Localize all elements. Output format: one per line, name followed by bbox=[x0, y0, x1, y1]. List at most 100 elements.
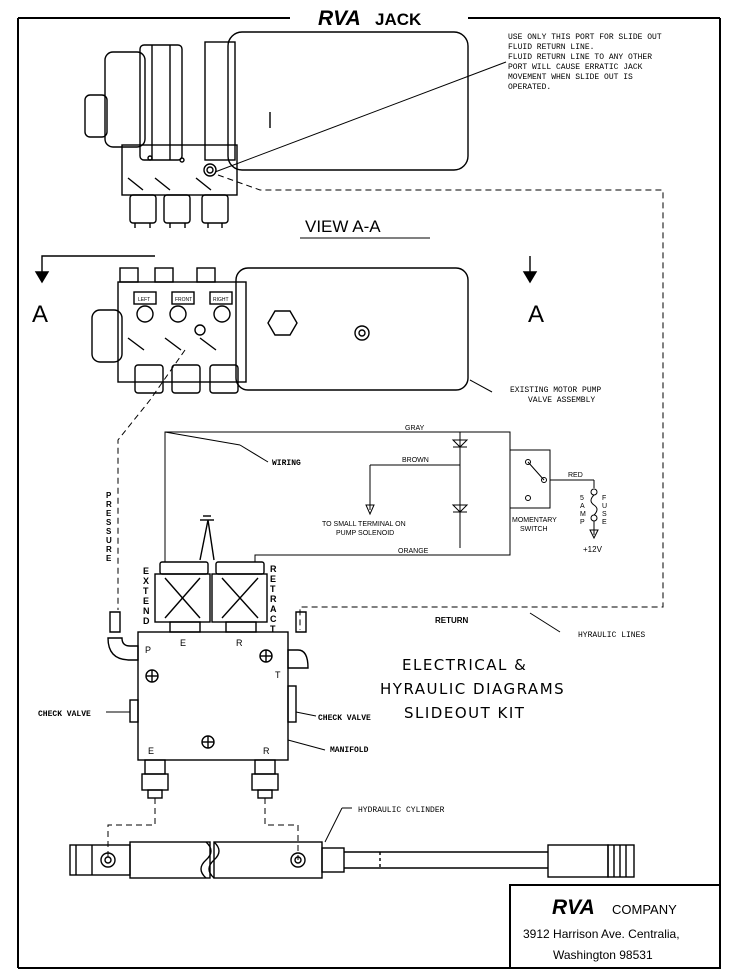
motor-pump-valve-assembly bbox=[91, 267, 469, 394]
page-border bbox=[17, 17, 721, 969]
company-name: COMPANY bbox=[612, 902, 677, 917]
hydraulic-cylinder bbox=[69, 841, 635, 879]
port-e-top-label: E bbox=[180, 638, 186, 648]
motor-pump-line-1: EXISTING MOTOR PUMP bbox=[510, 386, 601, 395]
fuse-word-letter: F bbox=[602, 495, 606, 502]
slide-out-port-note: USE ONLY THIS PORT FOR SLIDE OUT FLUID R… bbox=[214, 33, 662, 173]
retract-letter: E bbox=[270, 574, 276, 584]
diagram-title-line-1: ELECTRICAL & bbox=[402, 656, 527, 674]
return-label: RETURN HYRAULIC LINES bbox=[435, 612, 645, 640]
diagram-title: ELECTRICAL & HYRAULIC DIAGRAMS SLIDEOUT … bbox=[380, 656, 565, 722]
view-title: VIEW A-A bbox=[305, 217, 381, 236]
fuse-amp-letter: A bbox=[580, 503, 585, 510]
wiring-label: WIRING bbox=[272, 459, 301, 468]
solenoid-valves bbox=[154, 515, 268, 633]
check-valve-right-label: CHECK VALVE bbox=[318, 714, 371, 723]
valve-tag-front: FRONT bbox=[175, 297, 192, 303]
fuse-word-letter: E bbox=[602, 519, 607, 526]
header-jack: JACK bbox=[375, 10, 422, 29]
header-brand: RVA bbox=[318, 7, 361, 30]
note-line-6: OPERATED. bbox=[508, 83, 551, 92]
pressure-letter: E bbox=[106, 509, 112, 518]
port-e-bottom-label: E bbox=[148, 746, 154, 756]
retract-letter: C bbox=[270, 614, 277, 624]
extend-label: E X T E N D bbox=[143, 566, 150, 626]
momentary-switch-line-1: MOMENTARY bbox=[512, 517, 557, 524]
extend-letter: E bbox=[143, 566, 149, 576]
note-line-5: MOVEMENT WHEN SLIDE OUT IS bbox=[508, 73, 633, 82]
retract-label: R E T R A C T bbox=[270, 564, 277, 634]
cylinder-hydraulic-lines bbox=[107, 798, 299, 860]
brown-wire-label: BROWN bbox=[402, 457, 429, 464]
fuse-amp-letter: M bbox=[580, 511, 586, 518]
retract-letter: A bbox=[270, 604, 277, 614]
pressure-letter: S bbox=[106, 518, 112, 527]
company-address: 3912 Harrison Ave. Centralia, bbox=[523, 927, 680, 941]
note-line-4: PORT WILL CAUSE ERRATIC JACK bbox=[508, 63, 643, 72]
company-city: Washington 98531 bbox=[553, 948, 653, 962]
fuse-word-letter: S bbox=[602, 511, 607, 518]
section-right-letter: A bbox=[528, 301, 544, 328]
extend-letter: D bbox=[143, 616, 150, 626]
small-terminal-line-1: TO SMALL TERMINAL ON bbox=[322, 521, 406, 528]
small-terminal-line-2: PUMP SOLENOID bbox=[336, 530, 394, 537]
pressure-letter: P bbox=[106, 491, 112, 500]
return-text: RETURN bbox=[435, 616, 469, 625]
port-r-bottom-label: R bbox=[263, 746, 270, 756]
diagram-title-line-2: HYRAULIC DIAGRAMS bbox=[380, 680, 565, 698]
port-p-label: P bbox=[145, 645, 151, 655]
fuse-amp-letter: 5 bbox=[580, 495, 584, 502]
pressure-letter: U bbox=[106, 536, 112, 545]
retract-letter: T bbox=[270, 624, 276, 634]
view-aa-label: VIEW A-A bbox=[300, 217, 430, 239]
voltage-label: +12V bbox=[583, 545, 603, 554]
section-left-letter: A bbox=[32, 301, 48, 328]
manifold-callouts: CHECK VALVE CHECK VALVE MANIFOLD bbox=[38, 710, 371, 755]
pressure-letter: S bbox=[106, 527, 112, 536]
note-line-3: FLUID RETURN LINE TO ANY OTHER bbox=[508, 53, 652, 62]
pressure-label: P R E S S U R E bbox=[106, 491, 112, 563]
manifold-block bbox=[107, 611, 309, 799]
retract-letter: R bbox=[270, 594, 277, 604]
retract-letter: R bbox=[270, 564, 277, 574]
pressure-letter: E bbox=[106, 554, 112, 563]
port-t-label: T bbox=[275, 670, 281, 680]
hydraulic-cylinder-label: HYDRAULIC CYLINDER bbox=[358, 806, 445, 815]
check-valve-left-label: CHECK VALVE bbox=[38, 710, 91, 719]
red-wire-label: RED bbox=[568, 472, 583, 479]
motor-pump-line-2: VALVE ASSEMBLY bbox=[528, 396, 595, 405]
extend-letter: E bbox=[143, 596, 149, 606]
company-title-block: RVA COMPANY 3912 Harrison Ave. Centralia… bbox=[509, 884, 721, 969]
extend-letter: T bbox=[143, 586, 149, 596]
wiring-diagram bbox=[164, 431, 599, 562]
momentary-switch-line-2: SWITCH bbox=[520, 526, 548, 533]
pressure-letter: R bbox=[106, 500, 112, 509]
diagram-title-line-3: SLIDEOUT KIT bbox=[404, 704, 525, 722]
pressure-line bbox=[117, 349, 186, 610]
return-line bbox=[217, 174, 664, 630]
manifold-port-labels: P T E R E R bbox=[145, 638, 281, 756]
extend-letter: X bbox=[143, 576, 149, 586]
section-arrows: A A bbox=[32, 255, 544, 328]
pressure-letter: R bbox=[106, 545, 112, 554]
gray-wire-label: GRAY bbox=[405, 425, 425, 432]
cylinder-label: HYDRAULIC CYLINDER bbox=[324, 806, 445, 843]
note-line-2: FLUID RETURN LINE. bbox=[508, 43, 594, 52]
header-title: RVA JACK bbox=[318, 7, 422, 30]
fuse-amp-letter: P bbox=[580, 519, 585, 526]
valve-tags: LEFT FRONT RIGHT bbox=[138, 297, 229, 303]
fuse-word-letter: U bbox=[602, 503, 607, 510]
motor-pump-label: EXISTING MOTOR PUMP VALVE ASSEMBLY bbox=[469, 379, 601, 405]
valve-tag-right: RIGHT bbox=[213, 297, 229, 303]
extend-letter: N bbox=[143, 606, 150, 616]
retract-letter: T bbox=[270, 584, 276, 594]
note-line-1: USE ONLY THIS PORT FOR SLIDE OUT bbox=[508, 33, 662, 42]
manifold-label: MANIFOLD bbox=[330, 746, 369, 755]
company-brand: RVA bbox=[552, 896, 595, 919]
top-pump-assembly bbox=[84, 31, 469, 228]
wiring-labels: GRAY BROWN ORANGE RED WIRING TO SMALL TE… bbox=[272, 425, 607, 555]
port-r-top-label: R bbox=[236, 638, 243, 648]
valve-tag-left: LEFT bbox=[138, 297, 150, 303]
hydraulic-lines-text: HYRAULIC LINES bbox=[578, 631, 645, 640]
